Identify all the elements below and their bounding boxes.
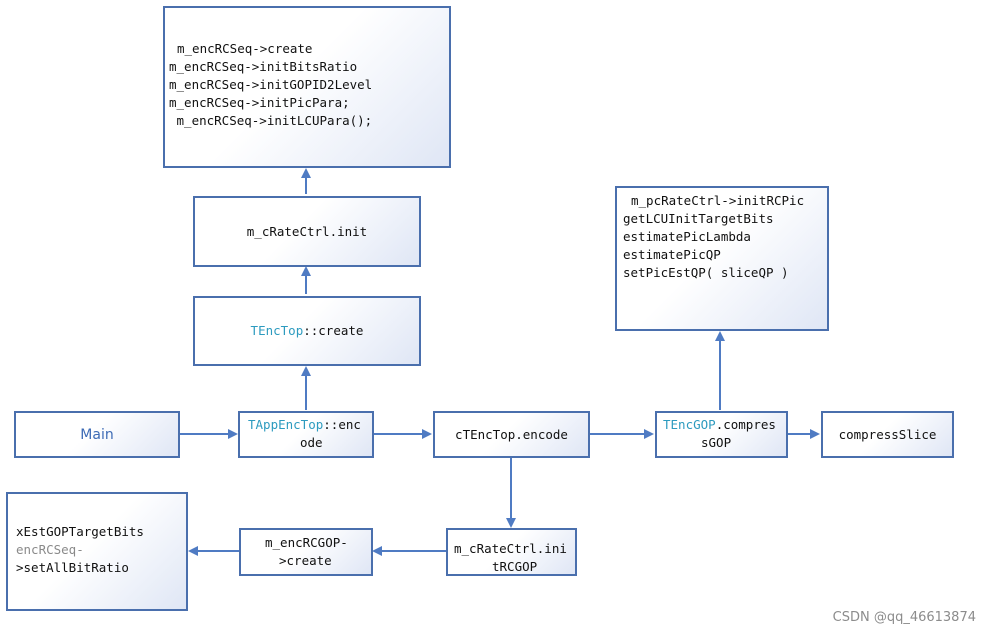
pic-method-line: m_pcRateCtrl->initRCPic <box>631 193 805 208</box>
encrcgop-create-box: m_encRCGOP- >create <box>239 528 373 576</box>
pic-method-line: estimatePicQP <box>623 247 721 262</box>
tencgop-compress-box: TEncGOP.compres sGOP <box>655 411 788 458</box>
init-rcgop-line1: m_cRateCtrl.ini <box>454 541 567 556</box>
tappenctop-encode-line2: ode <box>300 435 323 450</box>
pic-methods-box: m_pcRateCtrl->initRCPic getLCUInitTarget… <box>615 186 829 331</box>
method-name: .compres <box>715 417 776 432</box>
seq-methods-box: m_encRCSeq->create m_encRCSeq->initBitsR… <box>163 6 451 168</box>
watermark: CSDN @qq_46613874 <box>832 610 976 625</box>
gop-target-bits-line3: >setAllBitRatio <box>16 560 129 575</box>
rate-ctrl-init-box: m_cRateCtrl.init <box>193 196 421 267</box>
seq-method-line: m_encRCSeq->initPicPara; <box>169 95 350 110</box>
pic-method-line: estimatePicLambda <box>623 229 751 244</box>
seq-method-line: m_encRCSeq->initGOPID2Level <box>169 77 373 92</box>
tencgop-compress-line2: sGOP <box>701 435 732 450</box>
ctenctop-encode-box: cTEncTop.encode <box>433 411 590 458</box>
gop-target-bits-box: xEstGOPTargetBits encRCSeq- >setAllBitRa… <box>6 492 188 611</box>
encrcgop-create-line1: m_encRCGOP- <box>265 535 348 550</box>
encrcgop-create-line2: >create <box>279 553 332 568</box>
class-name: TEncGOP <box>663 417 716 432</box>
compress-slice-label: compressSlice <box>838 426 937 442</box>
method-name: ::create <box>303 323 364 338</box>
method-name: ::enc <box>323 417 361 432</box>
class-name: TEncTop <box>250 323 304 338</box>
compress-slice-box: compressSlice <box>821 411 954 458</box>
tappenctop-encode-box: TAppEncTop::enc ode <box>238 411 374 458</box>
main-label: Main <box>80 426 114 443</box>
pic-method-line: getLCUInitTargetBits <box>623 211 774 226</box>
seq-method-line: m_encRCSeq->initLCUPara(); <box>169 113 373 128</box>
gop-target-bits-line1: xEstGOPTargetBits <box>16 524 144 539</box>
class-name: TAppEncTop <box>248 417 324 432</box>
tencgop-compress-line1: TEncGOP.compres <box>663 416 786 434</box>
gop-target-bits-line2: encRCSeq- <box>16 542 84 557</box>
tenctop-create-label: TEncTop::create <box>251 322 364 340</box>
init-rcgop-line2: tRCGOP <box>492 559 538 574</box>
seq-method-line: m_encRCSeq->create <box>177 41 313 56</box>
rate-ctrl-init-label: m_cRateCtrl.init <box>246 223 368 239</box>
tenctop-create-box: TEncTop::create <box>193 296 421 366</box>
tappenctop-encode-line1: TAppEncTop::enc <box>248 416 372 434</box>
main-box: Main <box>14 411 180 458</box>
seq-method-line: m_encRCSeq->initBitsRatio <box>169 59 358 74</box>
init-rcgop-box: m_cRateCtrl.ini tRCGOP <box>446 528 577 576</box>
ctenctop-encode-label: cTEncTop.encode <box>455 426 568 442</box>
pic-method-line: setPicEstQP( sliceQP ) <box>623 265 789 280</box>
